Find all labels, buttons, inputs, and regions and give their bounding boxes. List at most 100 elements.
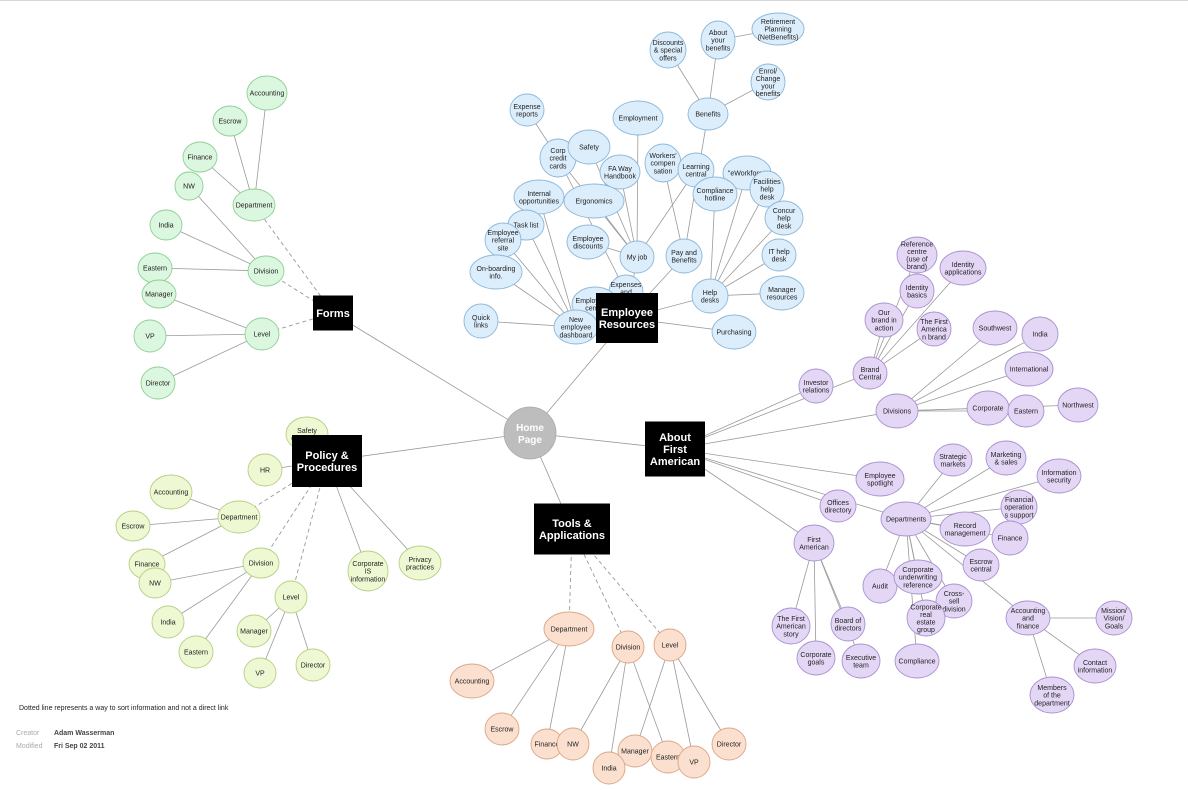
node-forms-nw[interactable]: NW [174,171,204,201]
hub-forms[interactable]: Forms [313,295,353,331]
node-employee-benefits[interactable]: Benefits [687,97,729,131]
node-tools-accounting[interactable]: Accounting [449,663,495,699]
node-forms-india[interactable]: India [149,209,183,241]
hub-tools[interactable]: Tools &Applications [534,503,610,555]
node-about-corporate[interactable]: Corporate [966,390,1010,426]
node-about-mission[interactable]: Mission/Vision/Goals [1095,600,1133,636]
node-policy-hr[interactable]: HR [247,453,283,487]
node-about-southwest[interactable]: Southwest [972,310,1018,346]
node-tools-department[interactable]: Department [543,611,595,647]
node-tools-vp[interactable]: VP [677,745,711,779]
node-employee-my-job[interactable]: My job [619,240,655,274]
node-forms-manager[interactable]: Manager [141,279,177,309]
node-forms-level[interactable]: Level [244,317,280,351]
node-policy-vp[interactable]: VP [243,657,277,689]
node-tools-escrow[interactable]: Escrow [484,712,520,746]
node-policy-nw[interactable]: NW [138,567,172,599]
node-forms-escrow[interactable]: Escrow [212,105,248,137]
node-forms-eastern[interactable]: Eastern [137,252,173,284]
node-policy-director[interactable]: Director [295,648,331,682]
node-forms-director[interactable]: Director [140,366,176,400]
node-policy-eastern[interactable]: Eastern [178,635,214,669]
node-employee-purchasing[interactable]: Purchasing [711,314,757,350]
node-forms-vp[interactable]: VP [133,319,167,353]
node-forms-finance[interactable]: Finance [182,141,218,173]
node-employee-employment[interactable]: Employment [612,100,664,136]
node-about-compliance[interactable]: Compliance [894,643,940,679]
node-about-northwest[interactable]: Northwest [1057,387,1099,423]
node-tools-level[interactable]: Level [653,628,687,662]
node-policy-escrow[interactable]: Escrow [115,510,151,542]
node-policy-level[interactable]: Level [274,580,308,614]
node-employee-safety[interactable]: Safety [567,129,611,165]
node-policy-accounting[interactable]: Accounting [149,474,193,510]
node-about-divisions[interactable]: Divisions [875,393,919,429]
node-forms-accounting[interactable]: Accounting [246,75,288,111]
node-tools-director[interactable]: Director [711,727,747,761]
hub-policy[interactable]: Policy &Procedures [292,435,362,487]
node-forms-department[interactable]: Department [232,188,276,222]
node-forms-division[interactable]: Division [247,255,285,287]
node-about-india[interactable]: India [1021,316,1059,352]
node-about-finance[interactable]: Finance [991,520,1029,556]
node-about-international[interactable]: International [1004,351,1054,387]
node-about-audit[interactable]: Audit [862,568,898,604]
node-policy-division[interactable]: Division [242,547,280,579]
node-about-departments[interactable]: Departments [880,501,932,537]
node-policy-manager[interactable]: Manager [236,614,272,648]
node-tools-india[interactable]: India [592,751,626,785]
node-tools-nw[interactable]: NW [556,727,590,761]
node-tools-division[interactable]: Division [611,630,645,664]
node-employee-ergonomics[interactable]: Ergonomics [563,183,625,219]
